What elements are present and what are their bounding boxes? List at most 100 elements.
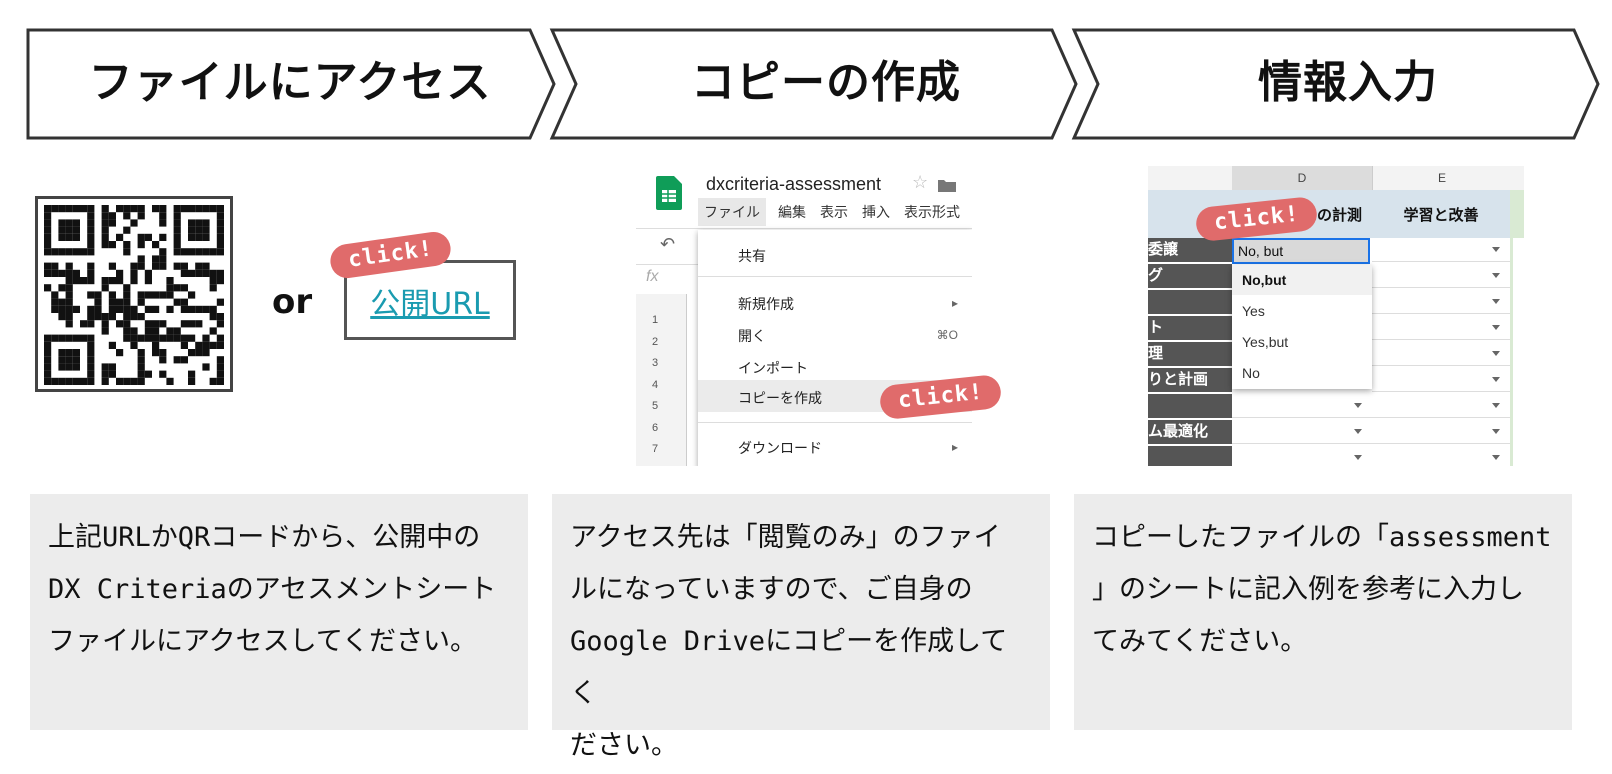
dropdown-caret-icon [1354, 429, 1362, 434]
menu-item-import[interactable]: インポート [738, 360, 808, 376]
dropdown-caret-icon [1492, 325, 1500, 330]
row-label [1148, 290, 1232, 314]
description-line: てみてください。 [1092, 626, 1308, 657]
description-line: 」のシートに記入例を参考に入力し [1092, 574, 1524, 605]
row-label: グ [1148, 264, 1232, 288]
menu-item-open[interactable]: 開く [738, 328, 766, 344]
dropdown-caret-icon [1492, 403, 1500, 408]
menu-file[interactable]: ファイル [698, 198, 766, 226]
step-2-arrow [549, 28, 1078, 140]
step-2-description: アクセス先は「閲覧のみ」のファイ ルになっていますので、ご自身の Google … [552, 494, 1050, 761]
menu-format[interactable]: 表示形式 [904, 204, 960, 220]
dropdown-caret-icon [1492, 377, 1500, 382]
dropdown-cell[interactable] [1232, 394, 1372, 418]
menu-view[interactable]: 表示 [820, 204, 848, 220]
description-line: DX Criteriaのアセスメントシート [48, 574, 497, 605]
row-header-column: 1 2 3 4 5 6 7 [636, 294, 687, 466]
public-url-link[interactable]: 公開URL [370, 287, 490, 322]
description-line: アクセス先は「閲覧のみ」のファイ [570, 522, 1001, 553]
dropdown-caret-icon [1354, 455, 1362, 460]
column-header-e[interactable]: E [1372, 166, 1511, 190]
doc-title: dxcriteria-assessment [706, 174, 882, 194]
qr-code[interactable] [35, 196, 233, 392]
dropdown-cell[interactable] [1232, 446, 1372, 466]
active-cell-input[interactable]: No, but [1232, 238, 1370, 264]
dropdown-cell[interactable] [1372, 368, 1510, 392]
menu-divider [698, 276, 972, 277]
dropdown-caret-icon [1492, 455, 1500, 460]
menu-divider [698, 422, 972, 423]
sheets-file-menu-screenshot: dxcriteria-assessment ☆ ファイル 編集 表示 挿入 表示… [636, 170, 972, 466]
submenu-arrow-icon: ▸ [951, 440, 958, 454]
row-numbers: 1 2 3 4 5 6 7 [652, 310, 658, 461]
row-label [1148, 446, 1232, 466]
description-line: ださい。 [570, 730, 678, 761]
folder-icon[interactable] [938, 178, 956, 192]
formula-label: fx [646, 268, 659, 285]
dropdown-caret-icon [1354, 403, 1362, 408]
header-cell-next [1510, 190, 1524, 238]
dropdown-option[interactable]: No,but [1242, 272, 1287, 288]
menu-insert[interactable]: 挿入 [862, 204, 890, 220]
submenu-arrow-icon: ▸ [951, 296, 958, 310]
qr-pattern [44, 205, 224, 385]
step-3-title: 情報入力 [1258, 57, 1438, 108]
row-number: 6 [652, 421, 659, 434]
menu-item-make-copy[interactable]: コピーを作成 [738, 390, 822, 406]
row-number: 2 [652, 335, 659, 348]
row-number: 5 [652, 400, 659, 412]
row-label: 理 [1148, 342, 1232, 366]
header-cell-e: 学習と改善 [1372, 190, 1510, 238]
dropdown-cell[interactable] [1372, 238, 1510, 262]
dropdown-caret-icon [1492, 273, 1500, 278]
dropdown-caret-icon [1492, 247, 1500, 252]
row-label: ム最適化 [1148, 420, 1232, 444]
dropdown-cell[interactable] [1372, 394, 1510, 418]
next-column-strip [1510, 238, 1513, 466]
dropdown-list: No,but Yes Yes,but No [1232, 265, 1372, 389]
step-1-title: ファイルにアクセス [88, 57, 492, 108]
menu-item-new[interactable]: 新規作成 [738, 296, 794, 312]
dropdown-option[interactable]: No [1242, 365, 1260, 381]
dropdown-cell[interactable] [1372, 264, 1510, 288]
row-label: ト [1148, 316, 1232, 340]
menu-item-download[interactable]: ダウンロード [738, 440, 822, 456]
description-line: 上記URLかQRコードから、公開中の [48, 522, 481, 553]
header-d-text: スの計測 [1301, 207, 1362, 224]
dropdown-option-highlight [1232, 265, 1372, 295]
description-line: Google Driveにコピーを作成してく [570, 626, 1008, 709]
step-arrows [26, 28, 1600, 140]
description-line: コピーしたファイルの「assessment [1092, 522, 1552, 553]
divider [636, 228, 972, 229]
dropdown-option[interactable]: Yes [1242, 303, 1265, 319]
dropdown-cell[interactable] [1232, 420, 1372, 444]
sheets-logo-icon [656, 176, 682, 210]
menubar: ファイル 編集 表示 挿入 表示形式 [698, 198, 972, 226]
row-number: 7 [652, 443, 659, 455]
menu-item-share[interactable]: 共有 [738, 248, 766, 264]
column-header-d[interactable]: D [1232, 166, 1372, 190]
dropdown-cell[interactable] [1372, 446, 1510, 466]
menu-edit[interactable]: 編集 [778, 204, 806, 220]
column-header-row: D E [1148, 166, 1524, 191]
step-1-description: 上記URLかQRコードから、公開中の DX Criteriaのアセスメントシート… [30, 494, 528, 730]
row-label: 委譲 [1148, 238, 1232, 262]
description-line: ファイルにアクセスしてください。 [48, 626, 478, 657]
dropdown-cell[interactable] [1372, 420, 1510, 444]
dropdown-option[interactable]: Yes,but [1242, 334, 1289, 350]
step-3-arrow [1071, 28, 1600, 140]
dropdown-cell[interactable] [1372, 342, 1510, 366]
open-shortcut: ⌘O [936, 328, 958, 342]
dropdown-cell[interactable] [1372, 290, 1510, 314]
undo-icon[interactable]: ↶ [660, 234, 676, 254]
step-3-description: コピーしたファイルの「assessment 」のシートに記入例を参考に入力し て… [1074, 494, 1572, 730]
row-number: 3 [652, 357, 659, 369]
header-e-text: 学習と改善 [1403, 207, 1479, 224]
star-icon[interactable]: ☆ [912, 172, 929, 192]
file-dropdown-menu: 共有 新規作成 ▸ 開く ⌘O インポート コピーを作成 ダウンロード ▸ [698, 230, 972, 466]
dropdown-cell[interactable] [1372, 316, 1510, 340]
or-label: or [272, 282, 313, 322]
step-1-arrow [26, 28, 556, 140]
step-2-title: コピーの作成 [691, 57, 961, 108]
dropdown-caret-icon [1492, 429, 1500, 434]
